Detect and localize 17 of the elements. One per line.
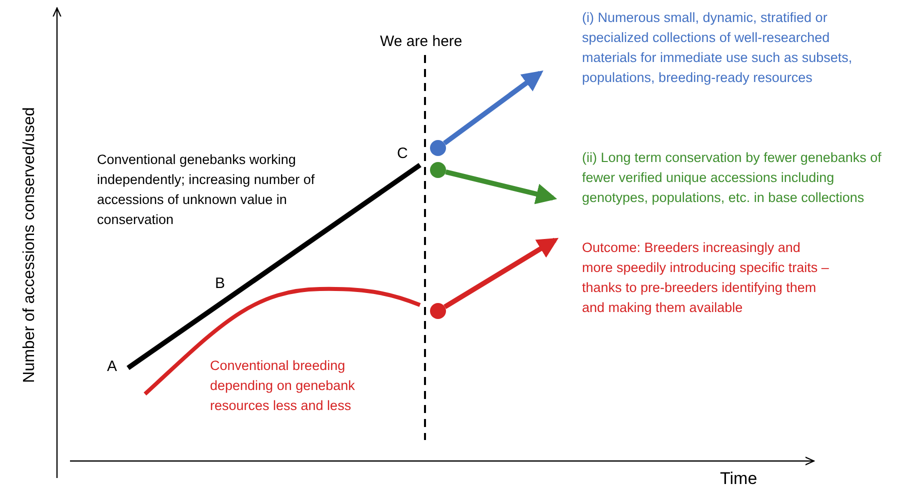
annotation-text: (i) Numerous small, dynamic, stratified or specialized collections of well-researched materials for immediate use such as subsets, populations, breeding-ready resources (582, 9, 854, 87)
axis-title: Number of accessions conserved/used (20, 106, 39, 385)
point-label: A (107, 357, 118, 377)
annotation-text: Conventional breeding depending on genebank resources less and less (210, 357, 356, 415)
circle-marker (430, 140, 446, 156)
annotation-text: Outcome: Breeders increasingly and more speedily introducing specific traits – thanks to pre-breeders identifying them and making them available (582, 239, 830, 317)
point-label: C (397, 144, 409, 164)
circle-marker (430, 162, 446, 178)
annotation-text: (ii) Long term conservation by fewer genebanks of fewer verified unique accessions including genotypes, populations, etc. in base collections (582, 149, 882, 207)
arrow (444, 238, 559, 309)
axis-title: Time (720, 469, 758, 489)
arrow (442, 70, 544, 146)
arrow (445, 169, 558, 204)
point-label: B (215, 274, 226, 294)
annotation-text: Conventional genebanks working independently; increasing number of accessions of unknown value in conservation (97, 151, 316, 229)
circle-marker (430, 303, 446, 319)
annotation-text: We are here (380, 32, 464, 52)
